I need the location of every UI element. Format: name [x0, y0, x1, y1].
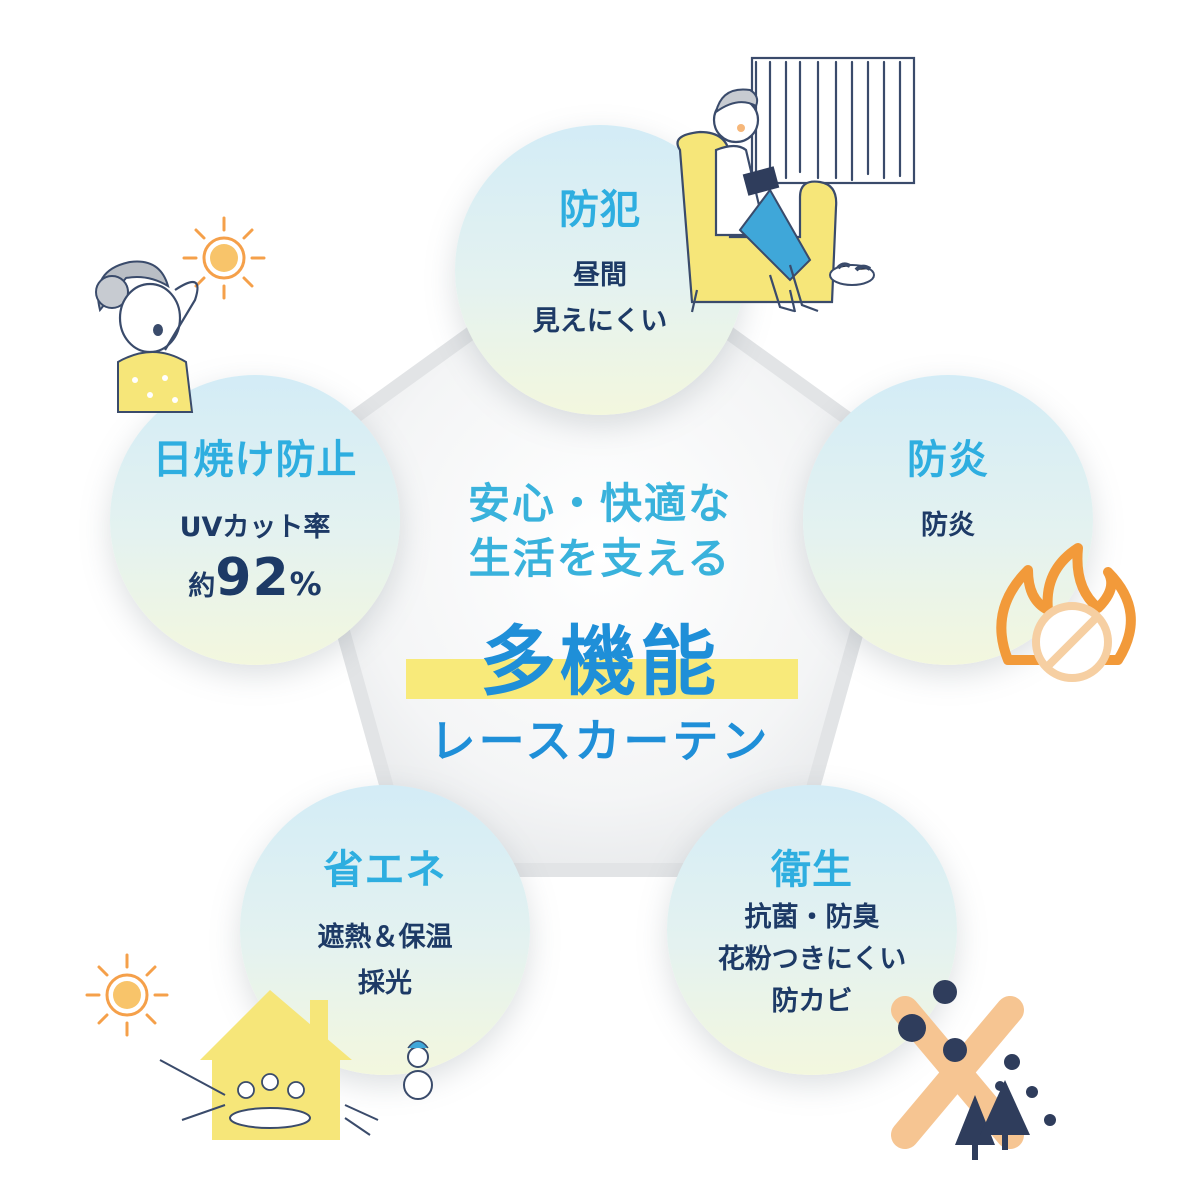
sun-icon: [85, 953, 169, 1037]
center-title: 多機能: [480, 617, 720, 706]
feature-body: UVカット率 約92%: [179, 512, 331, 608]
woman-reading-icon: [712, 88, 819, 313]
feature-body: 抗菌・防臭 花粉つきにくい 防カビ: [717, 902, 907, 1017]
arrow-icon: [159, 1059, 379, 1136]
fire-icon: [996, 543, 1136, 665]
cat-icon: [829, 262, 875, 286]
prohibit-icon: [1032, 602, 1112, 682]
feature-hygiene: 衛生 抗菌・防臭 花粉つきにくい 防カビ: [667, 785, 957, 1075]
feature-uv: 日焼け防止 UVカット率 約92%: [110, 375, 400, 665]
house-icon: [200, 990, 352, 1140]
feature-title: 省エネ: [323, 847, 447, 893]
snowman-icon: [403, 1040, 433, 1100]
feature-title: 防犯: [559, 187, 641, 233]
girl-shielding-sun-icon: [95, 260, 199, 413]
center-headline-2: 生活を支える: [468, 534, 732, 583]
feature-title: 衛生: [771, 847, 853, 893]
feature-title: 日焼け防止: [152, 437, 358, 483]
feature-title: 防炎: [907, 437, 989, 483]
feature-body: 昼間 見えにくい: [532, 260, 668, 337]
feature-body: 防炎: [921, 510, 975, 541]
uv-value: 92: [215, 548, 290, 608]
center-headline-1: 安心・快適な: [467, 479, 732, 528]
center-subtitle: レースカーテン: [429, 714, 771, 768]
highlight-bar: [406, 659, 798, 699]
tree-icon: [955, 1080, 1030, 1160]
feature-body: 遮熱＆保温 採光: [317, 922, 453, 999]
curtain-icon: [750, 56, 916, 185]
sun-icon: [182, 216, 266, 300]
